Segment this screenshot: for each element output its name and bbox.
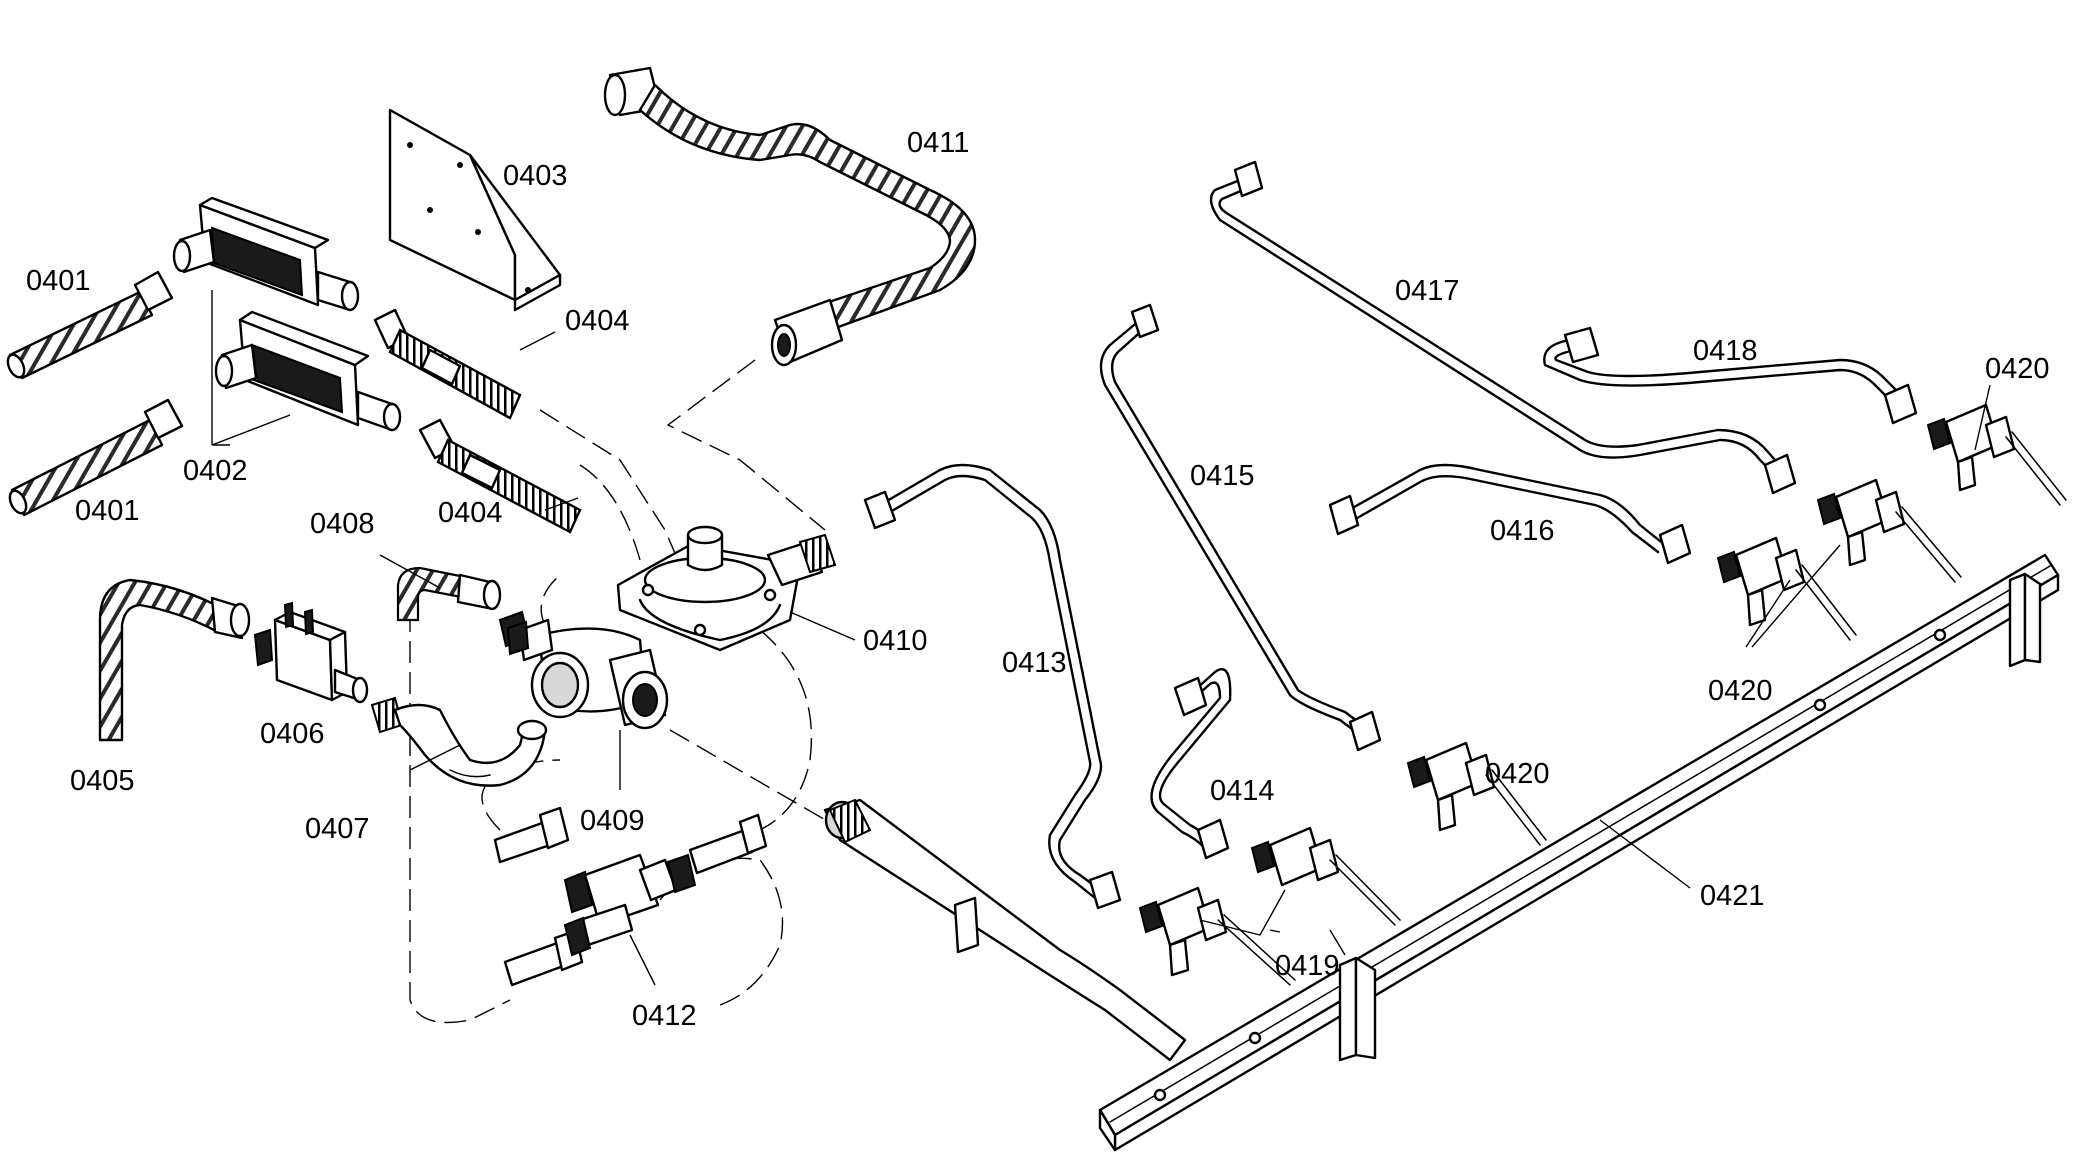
part-0404-lower-connector [418, 418, 582, 534]
part-0403-bracket [388, 108, 562, 312]
callout-0404-lower: 0404 [438, 497, 503, 529]
callout-0404-upper: 0404 [565, 305, 630, 337]
part-0417-gas-tube [1209, 160, 1797, 495]
part-0420-valve-c [1816, 478, 1962, 583]
part-0415-gas-tube [1099, 303, 1382, 752]
part-0414-gas-tube [1150, 668, 1232, 860]
part-0402-upper-block [172, 196, 360, 312]
callout-leader-lines [379, 331, 1691, 986]
callout-0413: 0413 [1002, 647, 1067, 679]
callout-0421: 0421 [1700, 880, 1765, 912]
callout-0401-lower: 0401 [75, 495, 140, 527]
callout-0414: 0414 [1210, 775, 1275, 807]
part-0420-valve-a [1406, 741, 1547, 846]
callout-0416: 0416 [1490, 515, 1555, 547]
callout-0401-upper: 0401 [26, 265, 91, 297]
callout-0407: 0407 [305, 813, 370, 845]
part-0419-leader-2 [1199, 889, 1286, 936]
callout-0415: 0415 [1190, 460, 1255, 492]
part-0412-valve-fittings [493, 806, 768, 987]
part-0411-flex-hose [603, 66, 977, 367]
part-0404-upper-connector [373, 308, 522, 420]
part-0416-gas-tube [1328, 463, 1692, 565]
callout-0406: 0406 [260, 718, 325, 750]
part-0410-pressure-regulator [616, 525, 837, 652]
callout-0412: 0412 [632, 1000, 697, 1032]
part-0409-cross-fitting [506, 618, 669, 730]
callout-0420-middle: 0420 [1708, 675, 1773, 707]
part-0419-leader [1269, 929, 1281, 933]
callout-0408: 0408 [310, 508, 375, 540]
callout-labels: 0401 0401 0402 0403 0404 0404 0405 0406 … [26, 127, 2050, 1032]
part-0420-valve-d [1926, 403, 2067, 506]
part-0419-valve-upper [1250, 826, 1401, 926]
part-0420-leaders [1745, 384, 1991, 648]
callout-0420-right: 0420 [1985, 353, 2050, 385]
callout-0410: 0410 [863, 625, 928, 657]
part-0402-lower-block [214, 310, 402, 432]
callout-0420-left: 0420 [1485, 758, 1550, 790]
part-0402-leader [211, 290, 291, 446]
callout-0411: 0411 [907, 127, 969, 159]
part-0401-upper-hose [6, 270, 174, 380]
part-0405-bent-hose [98, 578, 251, 742]
callout-0417: 0417 [1395, 275, 1460, 307]
callout-0409: 0409 [580, 805, 645, 837]
callout-0405: 0405 [70, 765, 135, 797]
callout-0418: 0418 [1693, 335, 1758, 367]
callout-0403: 0403 [503, 160, 568, 192]
part-0407-elbow [370, 696, 548, 787]
callout-0402: 0402 [183, 455, 248, 487]
part-0401-lower-hose [8, 398, 184, 517]
part-0420-valve-b [1716, 536, 1857, 641]
part-0421-inlet-pipe [823, 798, 1187, 1062]
part-0421-manifold-rail [1098, 553, 2060, 1152]
callout-0419: 0419 [1275, 950, 1340, 982]
part-0406-solenoid [253, 601, 369, 704]
part-0413-gas-tube [863, 463, 1122, 910]
part-0418-gas-tube [1543, 326, 1918, 425]
part-0419-valve-lower [1138, 886, 1296, 986]
